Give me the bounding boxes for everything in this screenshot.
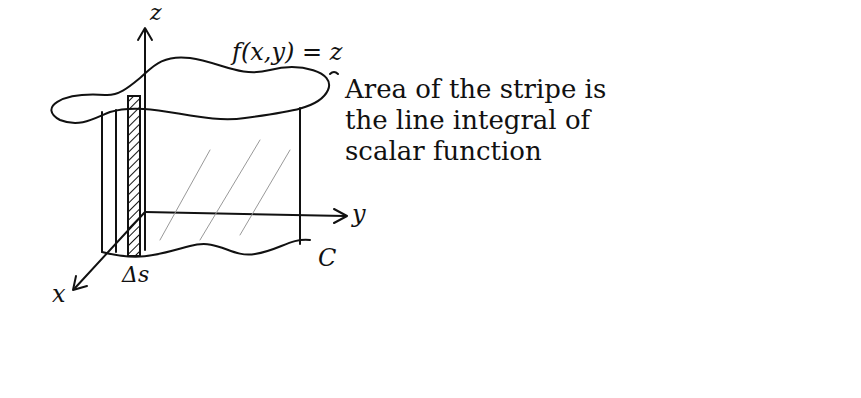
cylinder-wall [299, 108, 301, 244]
callout-mark [330, 72, 338, 74]
element-label: Δs [122, 262, 149, 288]
curve-label: C [318, 244, 336, 273]
axis-label: y [352, 200, 366, 229]
axis-label: z [150, 0, 162, 26]
cylinder-wall [115, 110, 117, 252]
z-axis [144, 30, 146, 250]
y-axis-head [334, 209, 347, 223]
z-axis-head [138, 28, 152, 40]
surface-outline [51, 57, 329, 123]
surface-label: f(x,y) = z [232, 38, 342, 67]
hatched-stripe [128, 96, 140, 256]
x-axis-head [73, 276, 87, 290]
cylinder-wall [101, 112, 103, 252]
axis-label: x [52, 280, 66, 309]
annotation-note: Area of the stripe is the line integral … [345, 74, 645, 168]
